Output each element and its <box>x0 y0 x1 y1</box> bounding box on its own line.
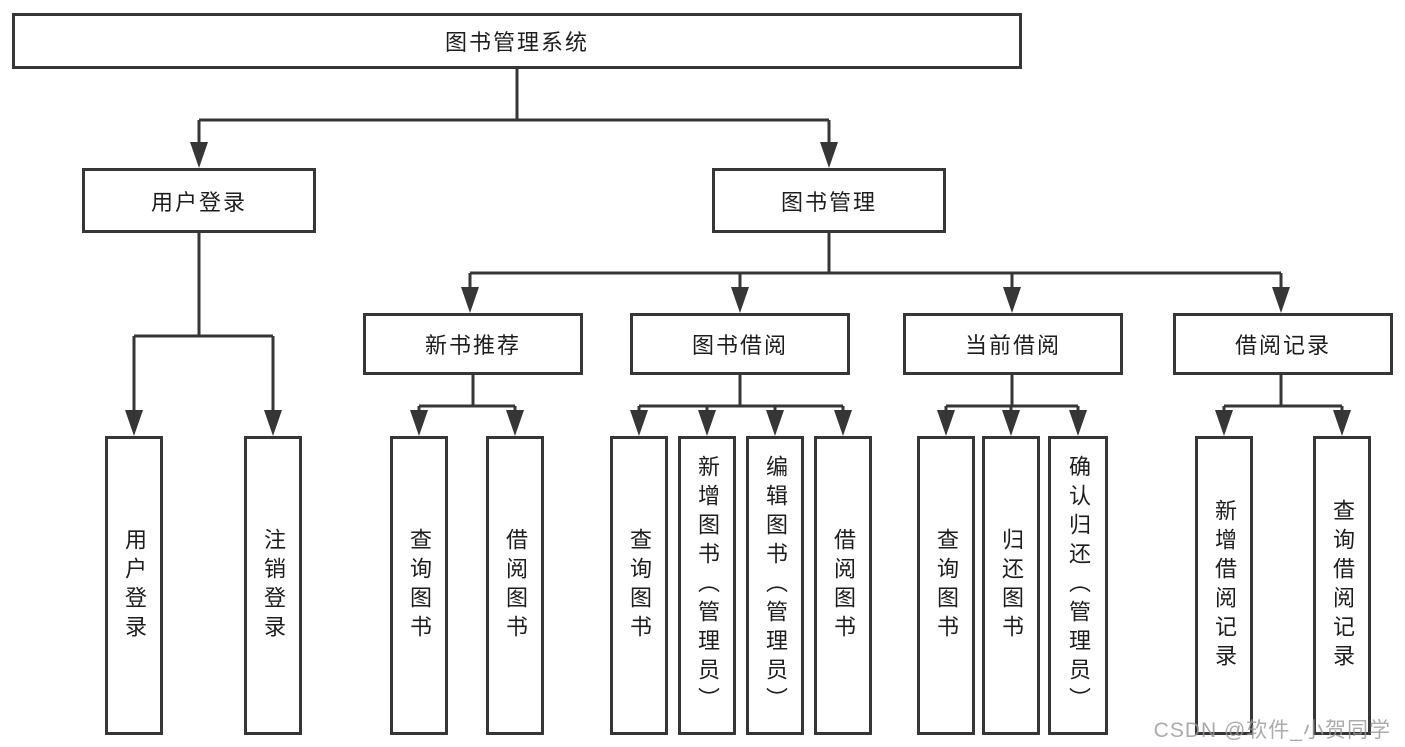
node-book-management: 图书管理 <box>712 168 946 233</box>
leaf-add-books-admin: 新增图书（管理员） <box>678 436 736 735</box>
leaf-query-borrow-record: 查询借阅记录 <box>1313 436 1371 735</box>
leaf-query-books-recommend: 查询图书 <box>390 436 448 735</box>
leaf-add-borrow-record: 新增借阅记录 <box>1195 436 1253 735</box>
leaf-query-books-borrow: 查询图书 <box>610 436 668 735</box>
node-borrow-records: 借阅记录 <box>1173 313 1393 375</box>
leaf-logout: 注销登录 <box>244 436 302 735</box>
leaf-borrow-books: 借阅图书 <box>814 436 872 735</box>
leaf-confirm-return-admin: 确认归还（管理员） <box>1048 436 1108 735</box>
arrowheads <box>125 142 1351 436</box>
node-user-login: 用户登录 <box>82 168 316 233</box>
node-root-library-system: 图书管理系统 <box>12 13 1022 69</box>
node-book-borrow: 图书借阅 <box>630 313 850 375</box>
leaf-borrow-books-recommend: 借阅图书 <box>486 436 544 735</box>
node-current-borrow: 当前借阅 <box>903 313 1123 375</box>
leaf-return-books: 归还图书 <box>982 436 1040 735</box>
leaf-query-books-current: 查询图书 <box>917 436 975 735</box>
leaf-user-login: 用户登录 <box>105 436 163 735</box>
leaf-edit-books-admin: 编辑图书（管理员） <box>746 436 804 735</box>
node-new-book-recommend: 新书推荐 <box>363 313 583 375</box>
